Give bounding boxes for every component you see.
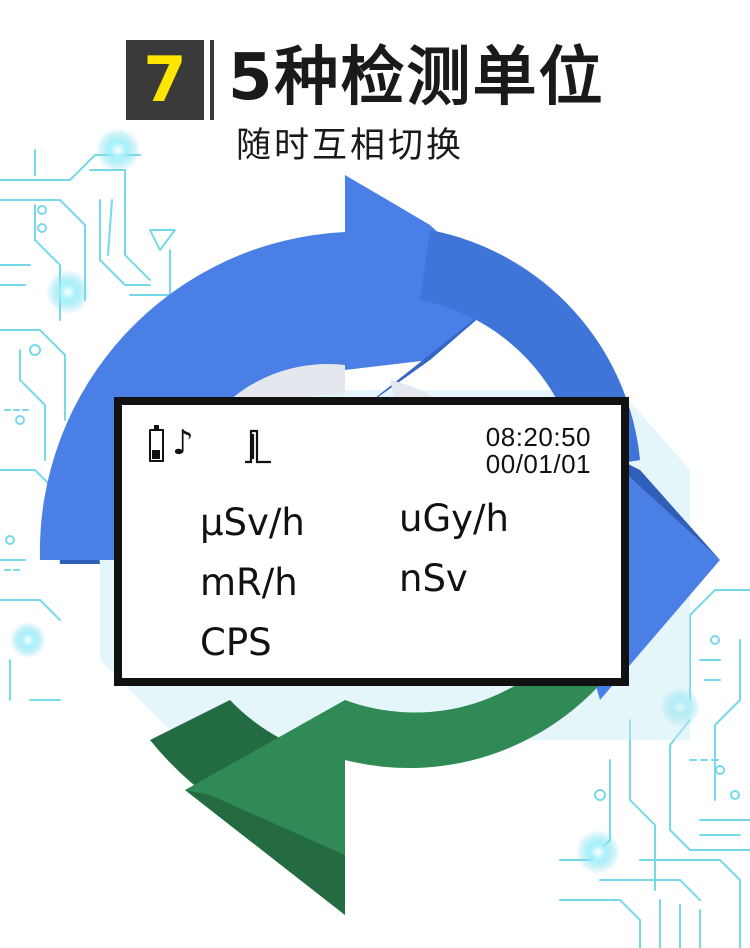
battery-icon [149,425,164,462]
unit-ugy-per-hour: uGy/h [399,497,509,540]
glow-dots [10,128,700,874]
clock-date: 00/01/01 [485,449,591,479]
unit-cps: CPS [200,621,272,664]
page-title: 5种检测单位 [228,41,605,115]
page-subtitle: 随时互相切换 [236,126,465,166]
unit-nsv: nSv [399,557,468,600]
unit-mr-per-hour: mR/h [200,561,298,604]
circuit-pattern-right [559,589,750,948]
status-bar: ♪ 08:20:50 00/01/01 [122,405,621,479]
feature-number-badge: 7 [126,40,204,120]
sound-icon: ♪ [172,423,194,463]
clock-time: 08:20:50 [485,422,591,452]
unit-usv-per-hour: μSv/h [200,501,305,544]
feature-number: 7 [143,43,187,116]
badge-divider [210,40,214,120]
pulse-icon [245,429,271,464]
circuit-pattern-left [0,149,176,701]
lcd-display: ♪ 08:20:50 00/01/01 μSv/h mR/h CPS uGy/h… [114,397,629,686]
